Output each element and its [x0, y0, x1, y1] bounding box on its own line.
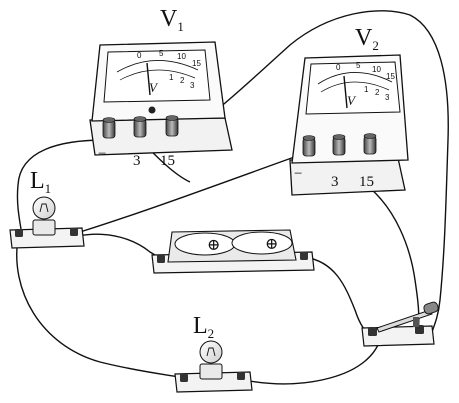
lamp-1-bulb	[32, 196, 56, 220]
wire-l1-left-to-l2	[16, 237, 186, 379]
voltmeter-1-terminal-15	[165, 115, 179, 137]
voltmeter-1-top-scale-0: 0	[137, 51, 142, 60]
voltmeter-1-low-range-label: 3	[133, 153, 141, 169]
battery-cell-1	[174, 232, 236, 256]
battery: ⊕ ⊕	[151, 229, 315, 274]
lamp-2-base-board	[174, 371, 253, 393]
voltmeter-1-minus-label: −	[98, 146, 106, 162]
voltmeter-2-needle	[343, 75, 348, 109]
lamp-2-filament	[206, 347, 216, 357]
voltmeter-1-dial	[103, 49, 211, 103]
lamp-2-terminal-right	[237, 372, 245, 380]
battery-cell-2	[231, 231, 293, 255]
wire-l1-right-to-battery	[77, 233, 161, 259]
voltmeter-1-scale-arc-inner	[119, 69, 196, 81]
lamp-2: L2	[174, 313, 253, 393]
lamp-1-base-board	[9, 227, 85, 249]
voltmeter-2-bottom-scale-0: 1	[364, 85, 369, 94]
voltmeter-1-unit-label: V	[149, 80, 159, 95]
voltmeter-2-base	[289, 157, 406, 196]
voltmeter-2-minus-label: −	[294, 166, 302, 182]
wire-l1-to-v2-minus	[79, 154, 301, 233]
battery-terminal-right	[300, 252, 308, 260]
voltmeter-2-top-scale-2: 10	[372, 65, 381, 74]
voltmeter-1-terminal-minus	[102, 117, 116, 139]
wire-v1-minus-to-l1	[16, 139, 106, 236]
voltmeter-2-high-range-label: 15	[359, 174, 374, 190]
voltmeter-2-dial	[305, 61, 401, 115]
voltmeter-1-bottom-scale-2: 3	[190, 81, 195, 90]
lamp-1: L1	[9, 168, 85, 249]
wires	[16, 10, 449, 385]
voltmeter-1-high-range-label: 15	[160, 153, 175, 169]
voltmeter-2-bottom-scale-2: 3	[385, 93, 390, 102]
voltmeter-2-scale-arc	[317, 72, 393, 85]
voltmeter-1-label: V1	[160, 6, 184, 34]
voltmeter-1-terminal-3	[133, 116, 147, 138]
wire-battery-to-switch	[304, 256, 373, 337]
voltmeter-2-scale-arc-inner	[320, 81, 390, 93]
voltmeter-1-bottom-scale-1: 2	[180, 76, 185, 85]
battery-terminal-left	[157, 255, 165, 263]
voltmeter-2-terminal-15	[363, 133, 377, 155]
lamp-1-terminal-left	[15, 229, 23, 237]
voltmeter-2-label: V2	[355, 25, 379, 53]
voltmeter-2-terminal-3	[332, 134, 346, 156]
voltmeter-2-top-scale-0: 0	[336, 63, 341, 72]
lamp-2-label: L2	[193, 313, 214, 341]
voltmeter-2: 0 5 10 15 1 2 3 V − 3 15 V2	[289, 25, 409, 196]
voltmeter-1-top-scale-2: 10	[177, 52, 186, 61]
voltmeter-1-needle	[146, 62, 151, 96]
lamp-1-socket	[32, 219, 56, 236]
voltmeter-1-top-scale-3: 15	[192, 59, 201, 68]
voltmeter-2-top-scale-1: 5	[356, 61, 361, 70]
lamp-2-terminal-left	[180, 374, 188, 382]
switch-terminal-left	[368, 327, 377, 336]
switch-clip	[413, 317, 419, 327]
lamp-1-terminal-right	[70, 228, 78, 236]
lamp-2-socket	[199, 363, 223, 380]
switch-terminal-right	[415, 325, 424, 334]
voltmeter-2-low-range-label: 3	[331, 174, 339, 190]
wire-v2-15-to-switch	[369, 187, 420, 336]
switch	[361, 301, 439, 347]
switch-handle	[423, 301, 439, 315]
wire-v1-15-to-v2-top	[171, 10, 449, 339]
lamp-1-label: L1	[30, 168, 51, 196]
voltmeter-2-bottom-scale-1: 2	[375, 88, 380, 97]
switch-blade	[376, 309, 433, 333]
battery-cell-2-symbol: ⊕	[265, 236, 278, 253]
voltmeter-2-top-scale-3: 15	[386, 72, 395, 81]
lamp-2-bulb	[199, 340, 223, 364]
wire-switch-to-l2	[243, 339, 381, 385]
voltmeter-2-terminal-minus	[302, 135, 316, 157]
voltmeter-1-top-scale-1: 5	[159, 49, 164, 58]
battery-cell-1-symbol: ⊕	[207, 237, 220, 254]
lamp-1-filament	[39, 203, 49, 213]
voltmeter-1-bottom-scale-0: 1	[169, 73, 174, 82]
voltmeter-1-scale-arc	[116, 60, 199, 73]
voltmeter-2-unit-label: V	[347, 93, 357, 108]
voltmeter-1-zero-screw	[148, 106, 156, 114]
voltmeter-1: 0 5 10 15 1 2 3 V − 3 15 V1	[89, 6, 233, 169]
